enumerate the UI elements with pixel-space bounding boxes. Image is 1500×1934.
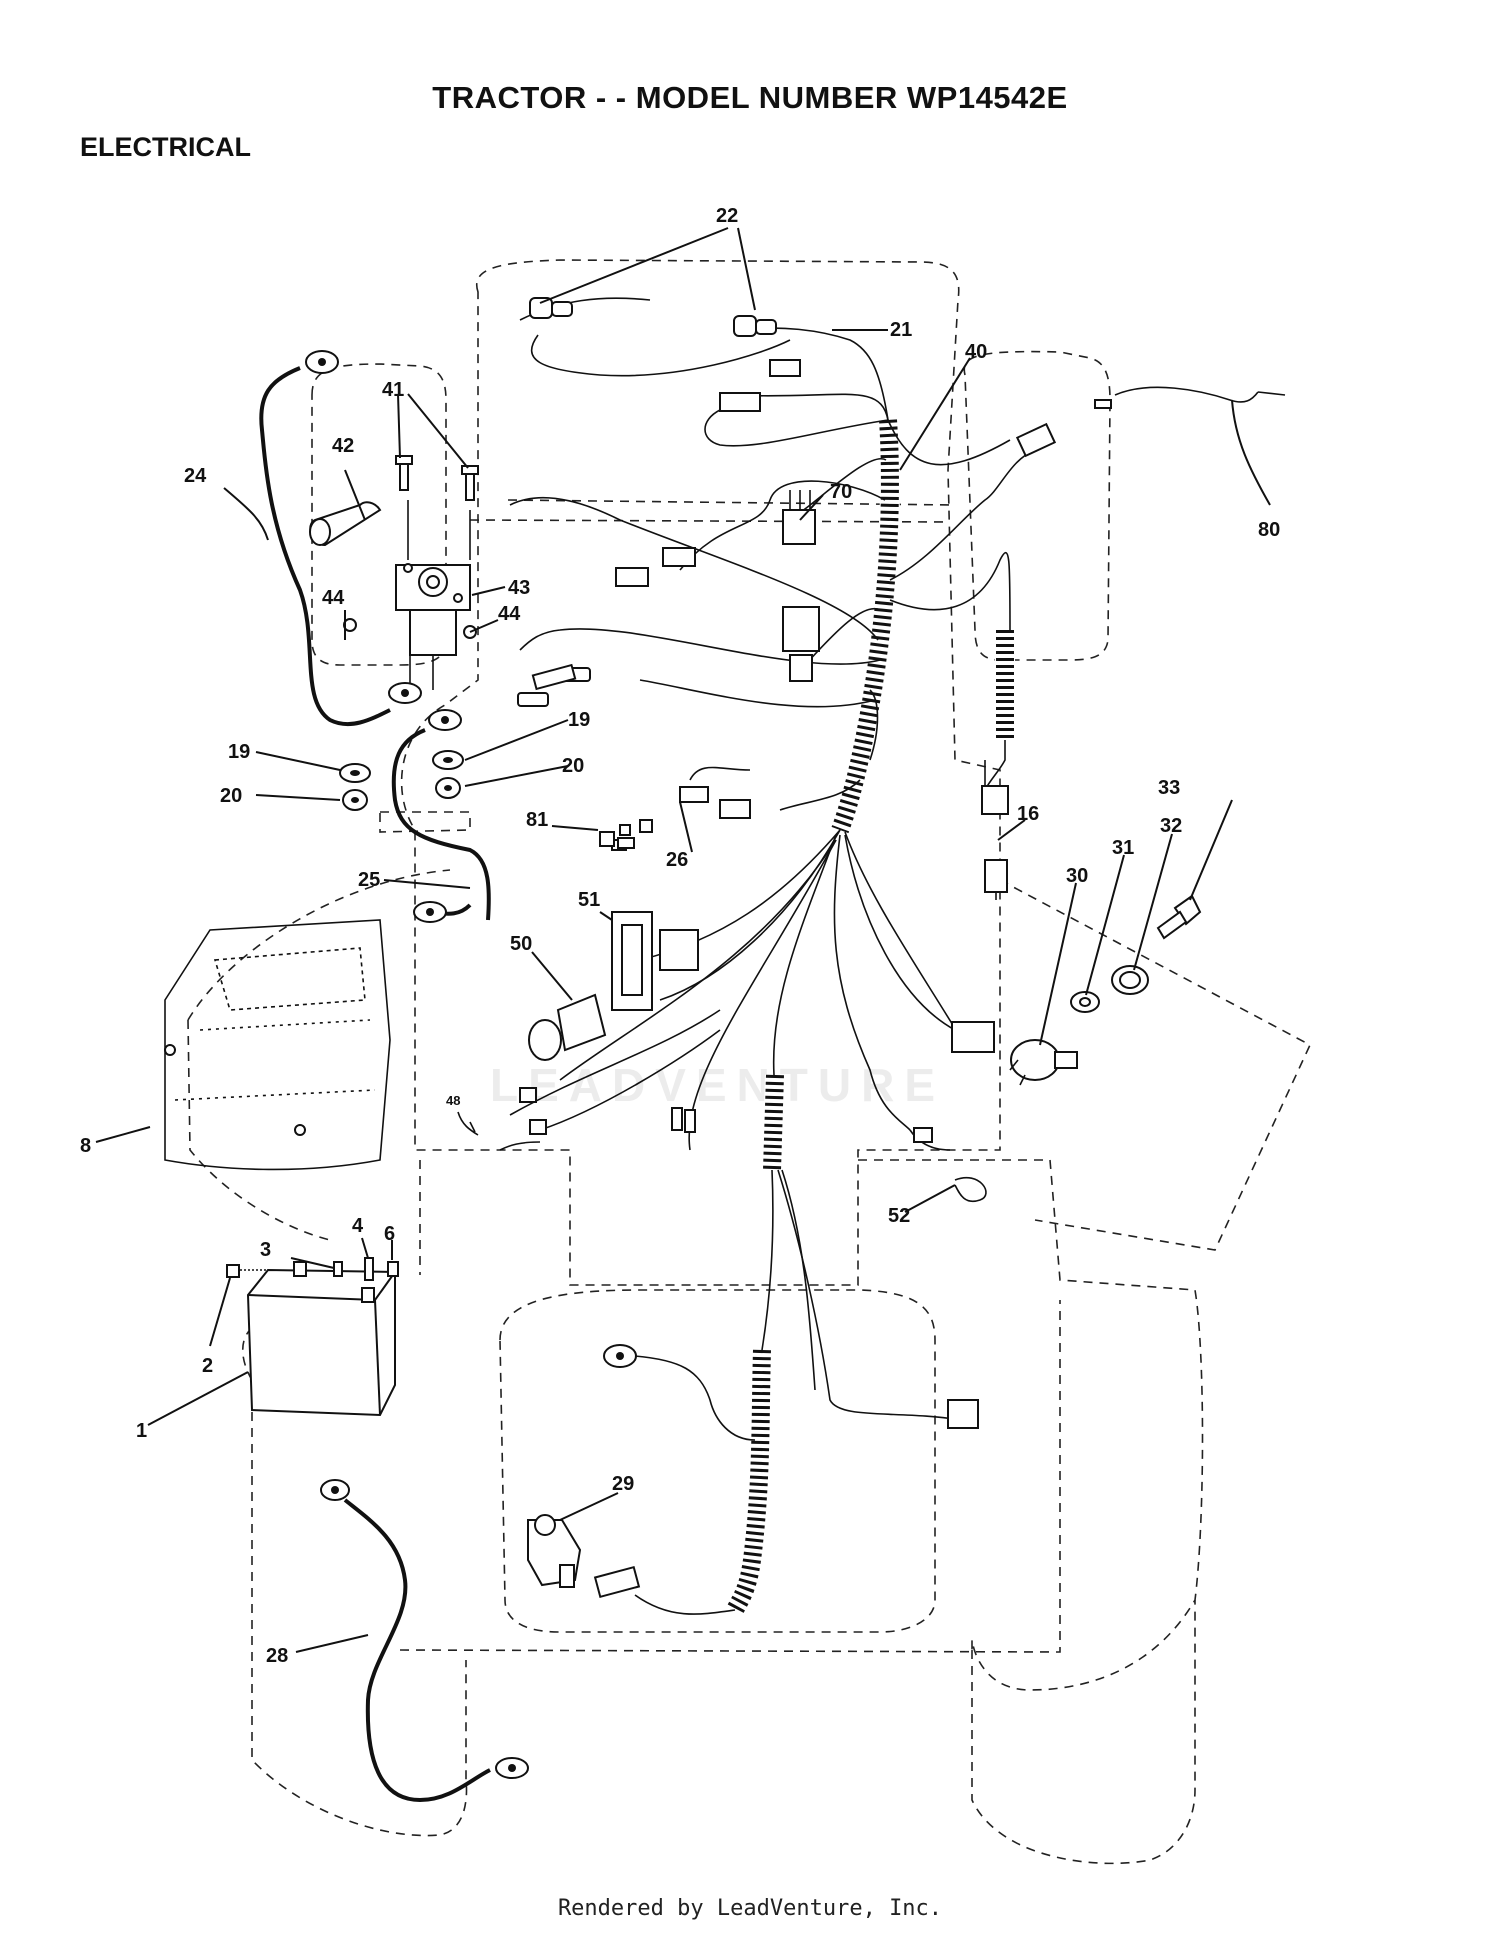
callout-52: 52 — [888, 1205, 910, 1227]
callout-81: 81 — [526, 809, 548, 831]
callout-1: 1 — [136, 1420, 147, 1442]
callout-3: 3 — [260, 1239, 271, 1261]
wire-48 — [457, 1111, 541, 1151]
callout-22: 22 — [716, 205, 738, 227]
ignition-switch-group — [951, 894, 1202, 1086]
connector-81 — [599, 831, 635, 849]
cable-25 — [391, 709, 491, 923]
seat-switch-connector — [981, 422, 1057, 900]
callout-16: 16 — [1017, 803, 1039, 825]
section-title: ELECTRICAL — [80, 132, 251, 162]
cable-28 — [320, 1479, 529, 1803]
callout-43: 43 — [508, 577, 530, 599]
callout-44b: 44 — [498, 603, 521, 625]
callout-44a: 44 — [322, 587, 345, 609]
callout-33: 33 — [1158, 777, 1180, 799]
callout-20a: 20 — [220, 785, 242, 807]
rear-components — [527, 1344, 979, 1615]
callout-31: 31 — [1112, 837, 1134, 859]
solenoid-assembly — [309, 455, 479, 690]
callout-25: 25 — [358, 869, 380, 891]
engine-block — [164, 919, 391, 1171]
callout-70: 70 — [830, 481, 852, 503]
callout-48: 48 — [446, 1093, 460, 1108]
watermark: LEADVENTURE — [490, 1059, 946, 1111]
callout-29: 29 — [612, 1473, 634, 1495]
callout-32: 32 — [1160, 815, 1182, 837]
callout-40: 40 — [965, 341, 987, 363]
lower-connectors — [469, 1087, 987, 1203]
cable-24 — [259, 350, 422, 727]
leader-lines — [95, 227, 1271, 1653]
callout-6: 6 — [384, 1223, 395, 1245]
callout-8: 8 — [80, 1135, 91, 1157]
callout-21: 21 — [890, 319, 912, 341]
wire-80 — [1094, 386, 1286, 409]
callout-51: 51 — [578, 889, 600, 911]
connectors-left-middle — [531, 547, 820, 691]
callout-50: 50 — [510, 933, 532, 955]
callout-24: 24 — [184, 465, 207, 487]
callout-42: 42 — [332, 435, 354, 457]
callout-19b: 19 — [568, 709, 590, 731]
relay-70 — [782, 490, 816, 545]
headlight-wiring — [519, 297, 889, 447]
callout-4: 4 — [352, 1215, 364, 1237]
callout-30: 30 — [1066, 865, 1088, 887]
callout-19a: 19 — [228, 741, 250, 763]
battery-group — [226, 1257, 399, 1417]
callout-20b: 20 — [562, 755, 584, 777]
pto-switch-group — [528, 911, 699, 1061]
callout-numbers: 22 21 40 80 41 42 24 43 44 44 70 19 19 2… — [80, 205, 1280, 1667]
callout-2: 2 — [202, 1355, 213, 1377]
footer-credit: Rendered by LeadVenture, Inc. — [557, 1896, 943, 1921]
washers-and-nuts — [339, 750, 464, 811]
callout-41: 41 — [382, 379, 404, 401]
callout-28: 28 — [266, 1645, 288, 1667]
callout-80: 80 — [1258, 519, 1280, 541]
page-title: TRACTOR - - MODEL NUMBER WP14542E — [432, 80, 1068, 115]
callout-26: 26 — [666, 849, 688, 871]
